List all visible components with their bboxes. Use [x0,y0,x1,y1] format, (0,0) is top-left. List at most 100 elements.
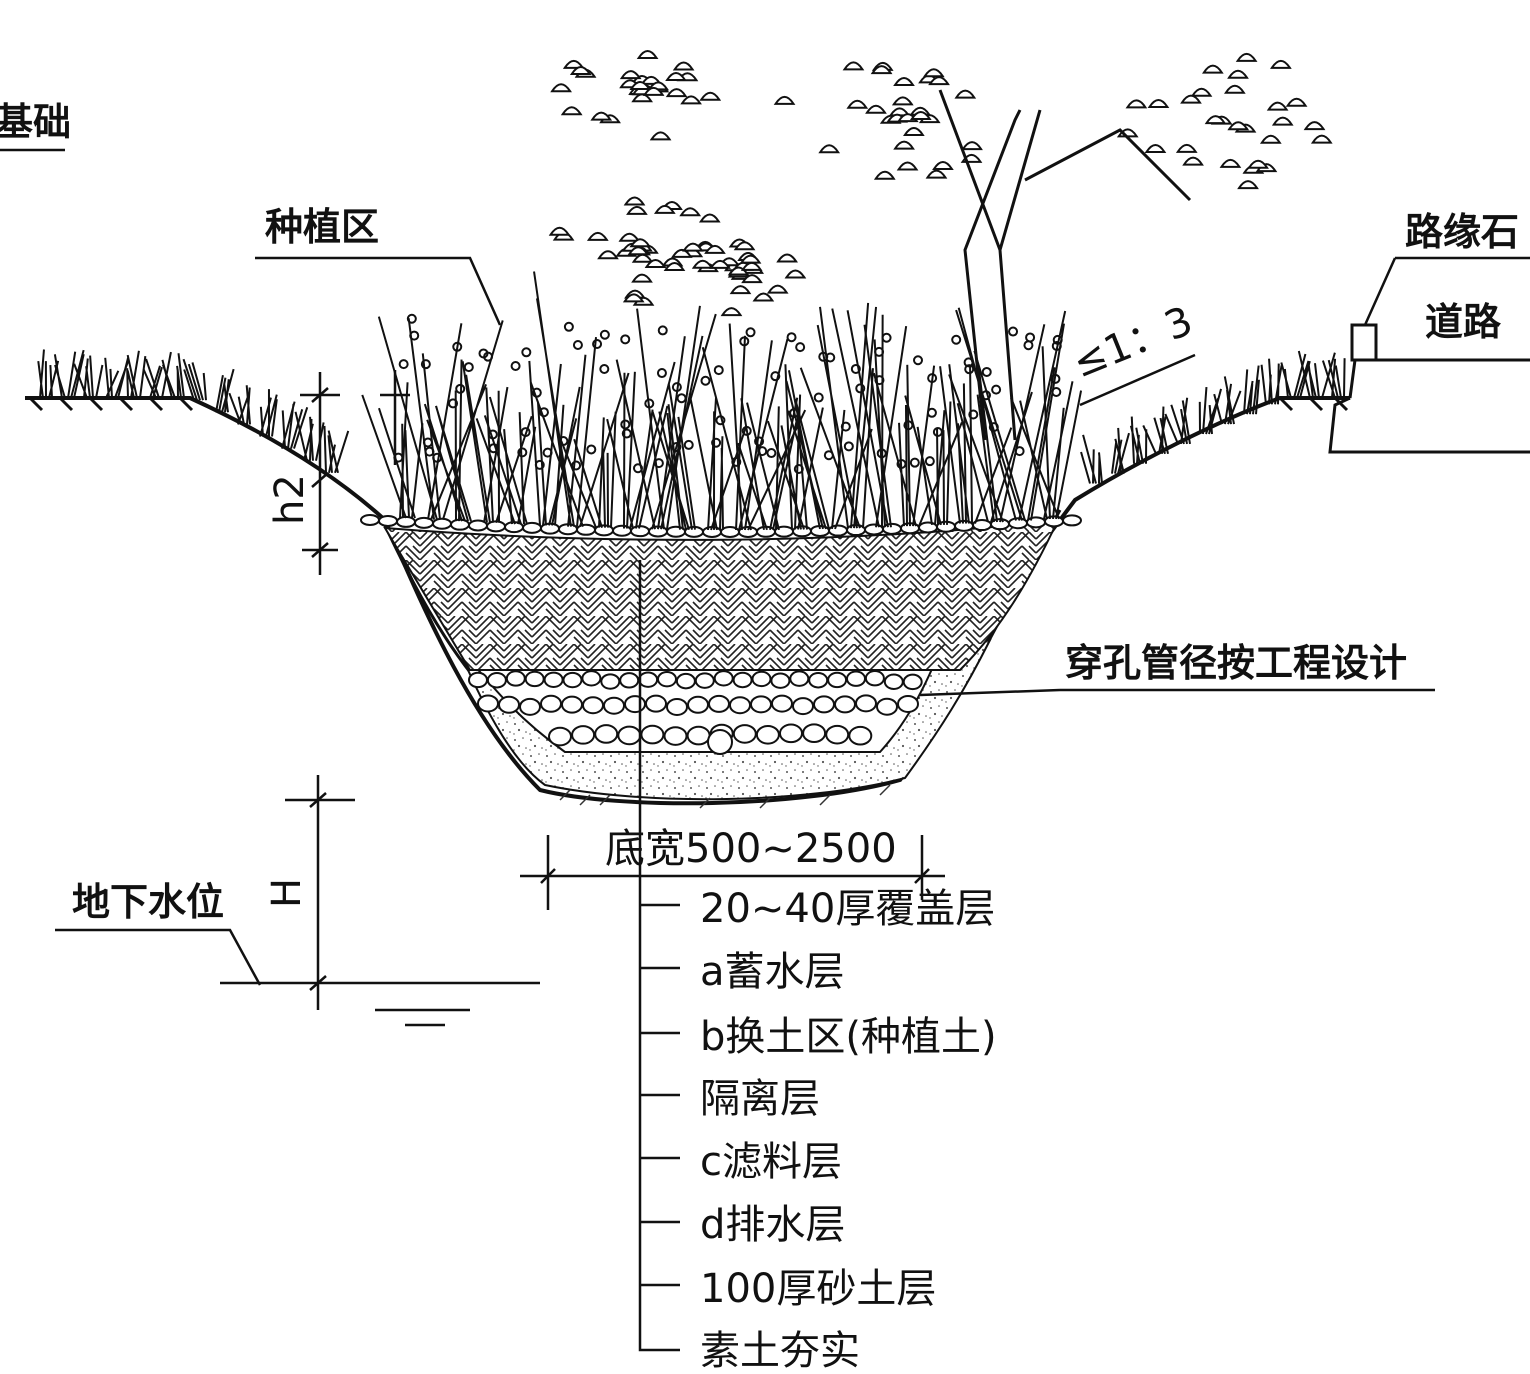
leaf [1259,134,1282,144]
grass-tuft [701,323,807,531]
leaf [698,213,721,223]
leaf [672,61,695,71]
leaf [873,170,896,180]
leaf [1180,94,1202,104]
seed-head [932,427,943,438]
gravel-stone [789,670,810,687]
leaf [623,196,646,206]
leaf [629,238,652,248]
leaf [1227,69,1249,79]
seed-head [1008,326,1019,337]
seed-head [542,447,553,458]
layer-label-4: 隔离层 [700,1076,820,1122]
leaf [776,253,798,263]
grass-tuft [529,271,630,527]
seed-head [420,359,431,370]
leaf [893,140,915,150]
seed-head [398,359,409,370]
gravel-stone [603,696,625,715]
leaf [720,307,743,317]
grass-tuft [104,357,130,399]
grass-tuft [528,360,581,526]
grass-tuft [294,411,325,461]
vegetation [37,271,1346,531]
planting-soil-layer [383,518,1060,671]
gravel-stone [519,697,541,716]
gravel-stone [808,672,829,689]
seed-head [874,346,885,357]
grass-tuft [904,395,952,526]
leaf [739,254,762,264]
leaf [1147,99,1170,109]
seed-head [795,342,806,353]
gravel-stone [825,724,850,745]
leaf [1310,134,1333,144]
gravel-stone [834,695,856,714]
grass-tuft [1164,397,1191,445]
grass-tuft [215,368,235,413]
cover-pebble [864,523,884,536]
leaf [665,88,688,98]
gravel-stone [468,671,488,689]
grass-tuft [606,361,676,529]
grass-tuft [281,401,309,449]
seed-head [739,336,750,347]
seed-head [599,329,610,340]
seed-head [745,327,756,338]
seed-head [671,442,682,453]
seed-head [563,321,574,332]
gravel-stone [813,695,835,714]
seed-head [683,439,694,450]
leaf [631,273,653,283]
cover-pebble [612,524,632,537]
leaf [670,248,693,258]
ground-profile [25,396,1350,806]
gravel-stone [876,697,898,716]
seed-head [924,456,935,467]
grass-tuft [688,393,748,531]
leaf [752,292,775,302]
gravel-stone [486,672,507,689]
seed-head [424,446,435,457]
gravel-stone [562,671,583,689]
tree-trunk [938,89,1192,441]
seed-head [1023,340,1034,351]
grass-tuft [259,389,278,437]
seed-head [850,363,861,374]
leaf [1266,101,1289,111]
bottom-width-label: 底宽500~2500 [605,826,897,872]
leaf [741,274,763,284]
leaf [891,96,914,106]
grass-tuft [1280,353,1311,399]
layer-label-1: 20~40厚覆盖层 [700,886,995,932]
sand-layer [454,638,992,801]
gravel-stone [694,672,715,689]
leaf [680,95,702,105]
gravel-stone [713,670,734,687]
seed-head [731,456,742,467]
leaf [1144,144,1167,153]
layer-label-5: c滤料层 [700,1139,842,1185]
layer-leader [638,560,680,1352]
grass-tuft [1129,416,1148,464]
seed-head [483,351,494,362]
grass-tuft [1243,365,1260,415]
grass-tuft [799,302,878,529]
gravel-stone [750,695,772,714]
layer-labels: 20~40厚覆盖层 a蓄水层 b换土区(种植土) 隔离层 c滤料层 d排水层 1… [700,886,997,1374]
leaf [636,50,659,60]
leaf [818,144,841,154]
leaf [909,110,932,120]
grass-tuft [323,425,350,474]
dimension-h2 [300,370,410,575]
seed-head [927,373,938,384]
curb-stone [1350,323,1378,362]
leaf [618,232,641,242]
seed-head [463,362,474,373]
leaf [961,141,983,151]
layer-label-7: 100厚砂土层 [700,1266,936,1312]
grass-tuft [361,382,424,519]
seed-head [520,427,531,438]
leaf [1182,156,1204,166]
